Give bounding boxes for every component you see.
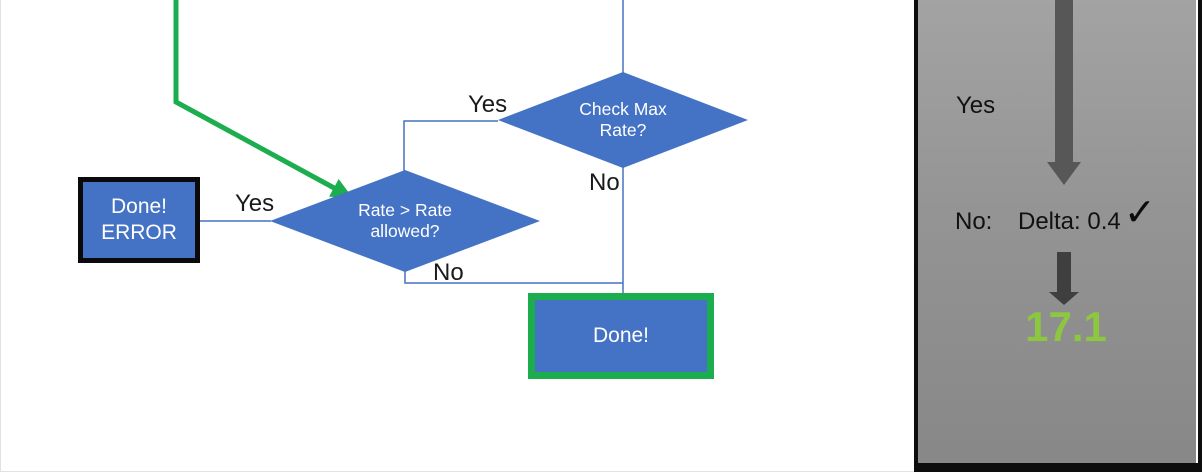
big-down-arrow-stem — [1055, 0, 1073, 162]
side-panel: Yes No: Delta: 0.4 ✓ 17.1 — [914, 0, 1202, 472]
decision-check-max-rate-label: Check Max Rate? — [528, 99, 718, 141]
small-down-arrow-stem — [1057, 252, 1071, 292]
small-down-arrow-icon — [1049, 292, 1079, 305]
label-yes-max-rate: Yes — [468, 91, 508, 118]
connector-decision2-no-to-done — [404, 271, 623, 284]
decision-rate-allowed-shape — [270, 170, 540, 272]
decision-rate-allowed-label: Rate > Rate allowed? — [310, 200, 500, 242]
panel-delta-value: Delta: 0.4 — [1018, 208, 1121, 235]
big-down-arrow-icon — [1047, 162, 1081, 185]
decision-check-max-rate-shape — [498, 72, 748, 168]
panel-bottom-border — [914, 463, 1202, 472]
label-no-max-rate: No — [589, 169, 620, 196]
done-box-label: Done! — [592, 324, 650, 347]
panel-yes-label: Yes — [956, 92, 996, 119]
decision-rate-allowed-line2: allowed? — [370, 221, 440, 241]
result-value: 17.1 — [1025, 303, 1107, 350]
panel-right-white-line — [1196, 0, 1198, 472]
connector-decision1-yes-to-decision2 — [403, 120, 498, 171]
done-box: Done! — [528, 293, 714, 379]
panel-no-label: No: — [955, 208, 993, 235]
green-flow-arrow — [173, 0, 354, 199]
decision-check-max-rate-line1: Check Max — [579, 99, 667, 119]
label-yes-rate-allowed: Yes — [235, 190, 275, 217]
flowchart-area: Check Max Rate? Rate > Rate allowed? Yes… — [0, 0, 915, 472]
done-error-line1: Done! — [110, 195, 168, 218]
panel-right-border — [1198, 0, 1202, 472]
label-no-rate-allowed: No — [433, 259, 464, 286]
checkmark-icon: ✓ — [1124, 192, 1156, 234]
decision-check-max-rate-line2: Rate? — [599, 120, 647, 140]
decision-rate-allowed-line1: Rate > Rate — [358, 200, 452, 220]
flowchart-connectors — [173, 0, 748, 294]
done-error-line2: ERROR — [101, 221, 177, 244]
done-error-box: Done! ERROR — [78, 177, 200, 263]
